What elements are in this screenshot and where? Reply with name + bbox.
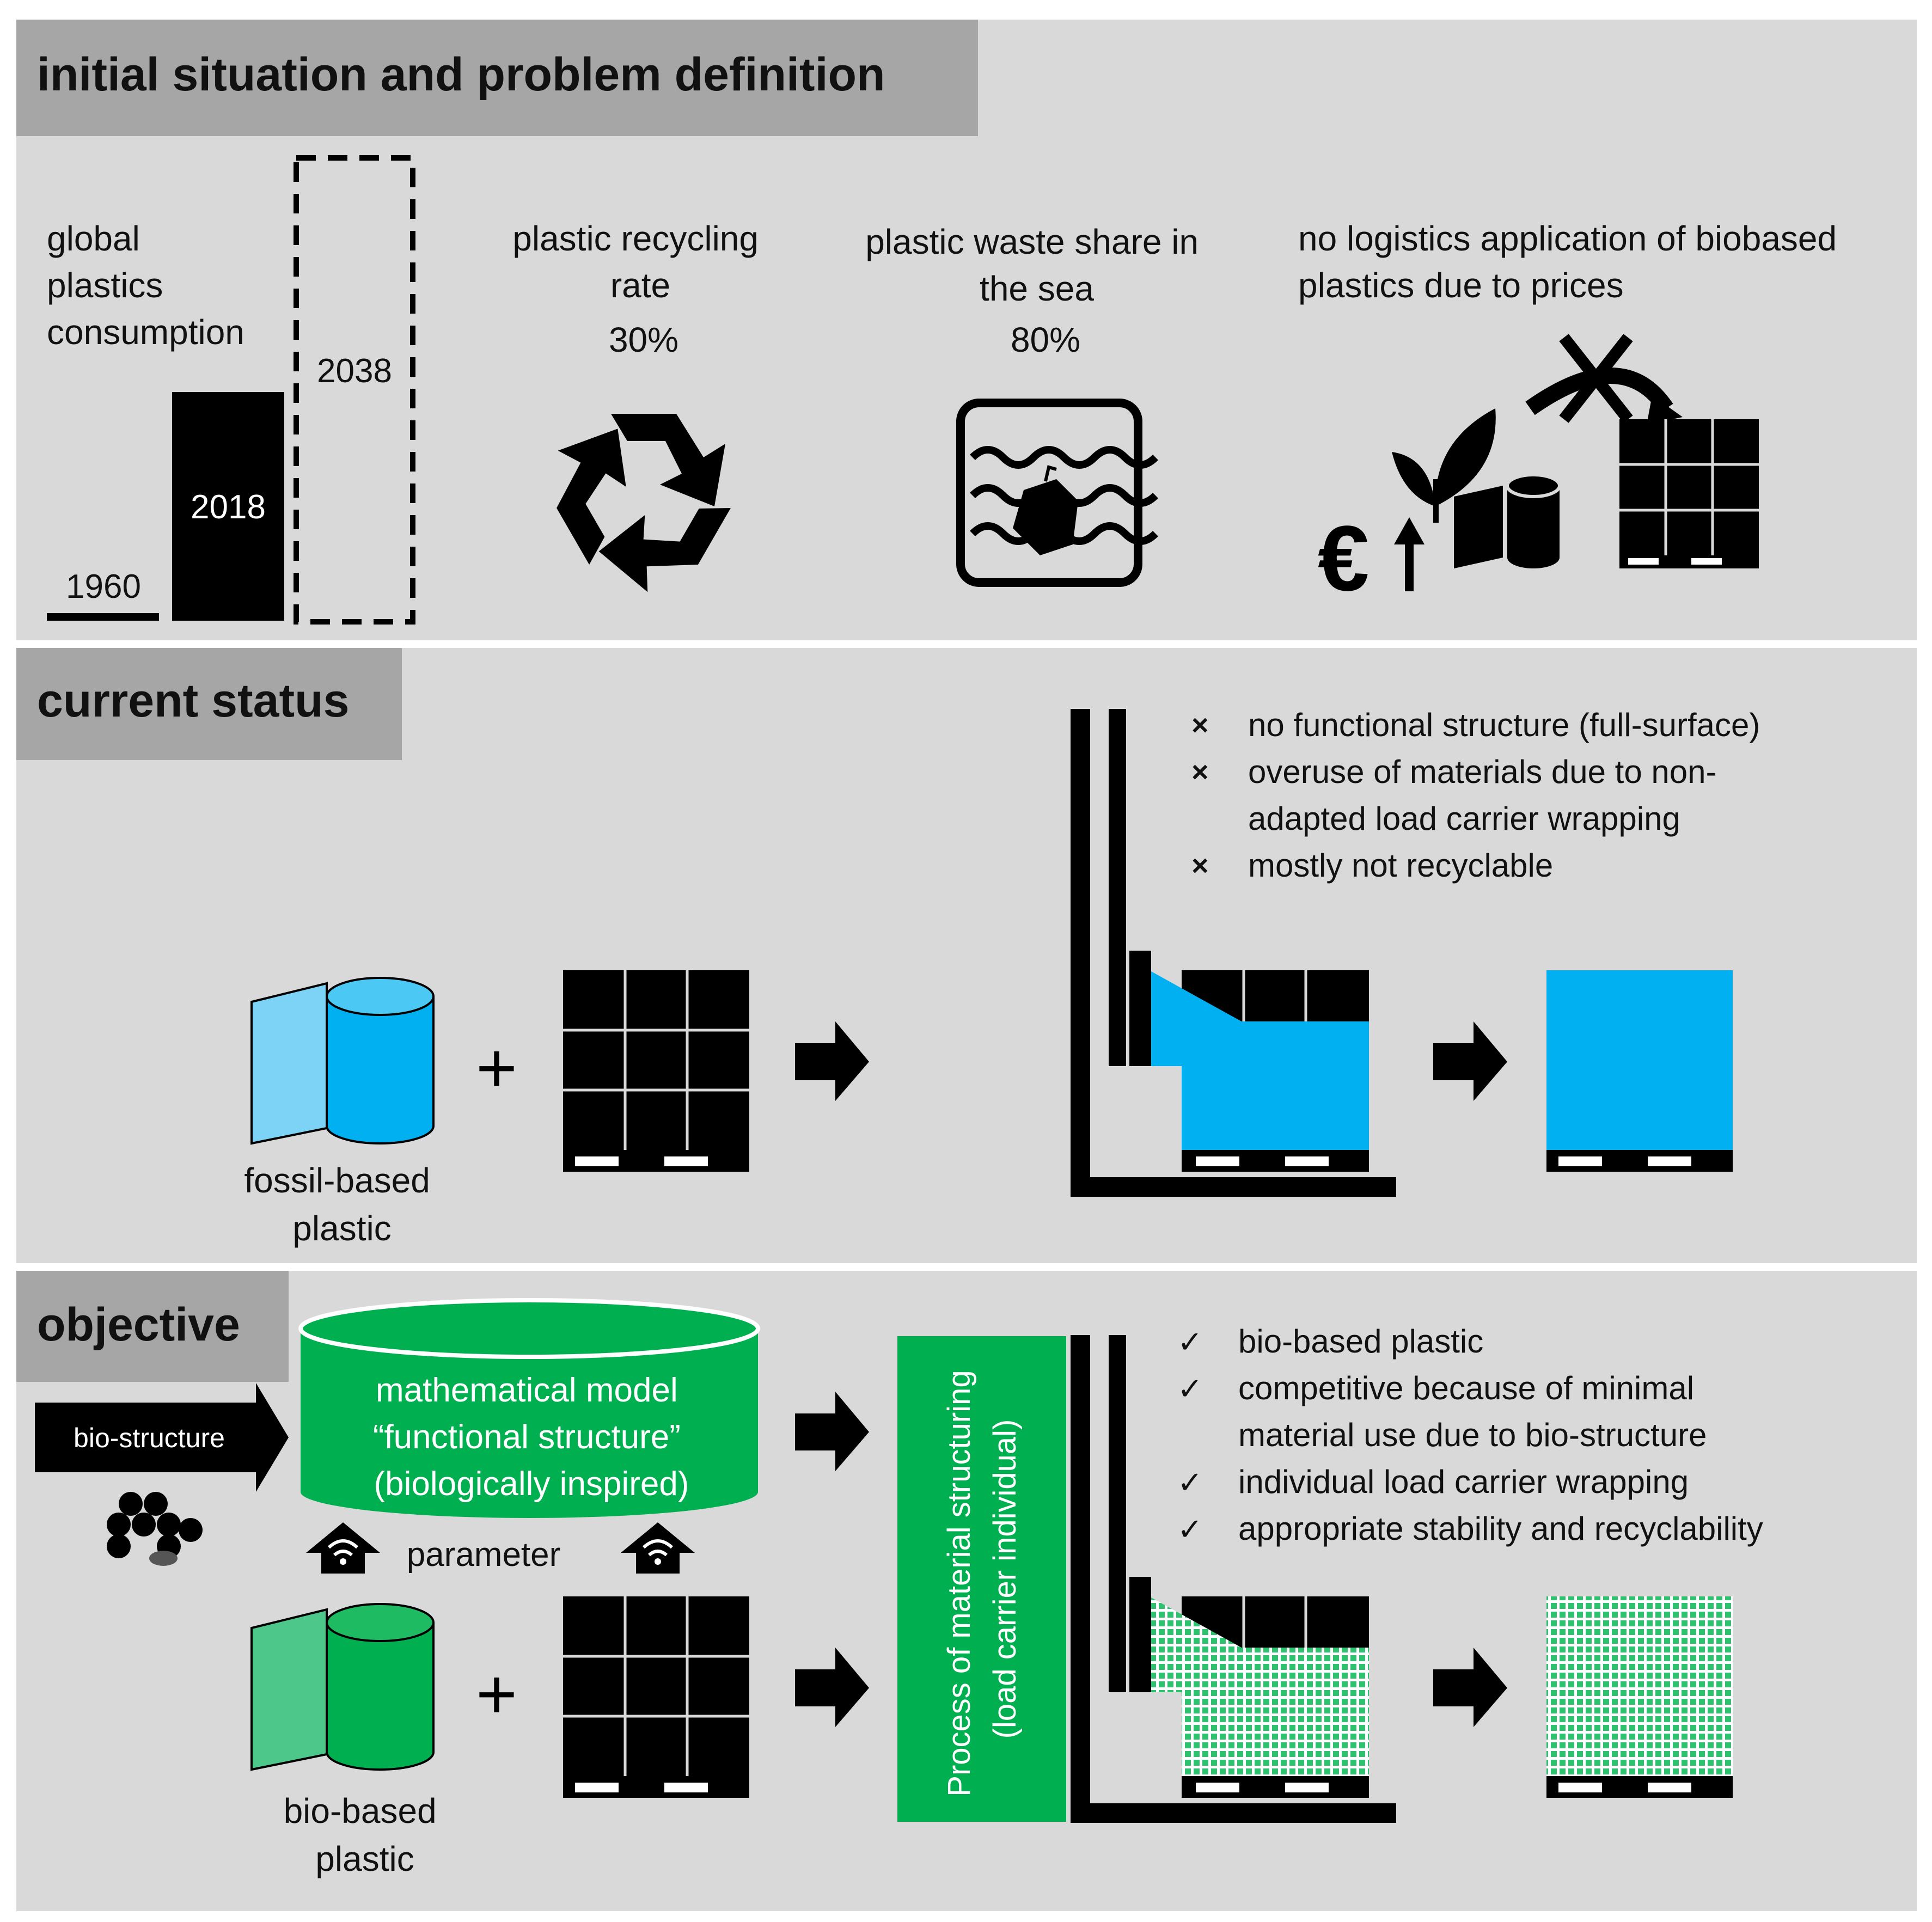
arrow-up-icon (1394, 517, 1424, 591)
section-header-tab (16, 648, 402, 760)
benefit-list: ✓ bio-based plastic ✓ competitive becaus… (1177, 1323, 1763, 1547)
parameter-upload-icon (621, 1522, 695, 1574)
consumption-label: global plastics consumption (47, 219, 244, 352)
recycling-rate-value: 30% (609, 320, 678, 359)
bar-2038-label: 2038 (317, 352, 392, 390)
model-text-line: “functional structure” (373, 1418, 681, 1456)
biobased-label: no logistics application of biobased pla… (1298, 219, 1847, 305)
issue-item: adapted load carrier wrapping (1248, 800, 1680, 837)
sea-waste-label: plastic waste share in the sea (865, 222, 1208, 308)
pallet-load-icon (1619, 419, 1759, 568)
arrow-right-icon (795, 1021, 869, 1101)
fossil-plastic-label-line: fossil-based (244, 1161, 430, 1200)
process-text-line: Process of material structuring (941, 1370, 977, 1796)
bio-plastic-label: bio-based plastic (284, 1791, 447, 1878)
bar-1960-label: 1960 (66, 568, 141, 605)
wrap-film-cyan (1151, 971, 1369, 1150)
section-title-initial-situation: initial situation and problem definition (37, 48, 885, 101)
plus-sign: + (476, 1654, 517, 1734)
issue-item: mostly not recyclable (1248, 847, 1553, 884)
recycling-label-line: rate (610, 266, 670, 305)
section-title-objective: objective (37, 1299, 240, 1351)
issue-marker: × (1191, 709, 1209, 742)
recycle-icon (557, 414, 731, 592)
sea-waste-label-line: plastic waste share in (865, 222, 1199, 261)
recycling-label: plastic recycling rate (512, 219, 768, 305)
honeycomb-bee-icon (107, 1492, 203, 1566)
bar-2018-label: 2018 (191, 488, 266, 526)
consumption-label-line: consumption (47, 313, 244, 352)
benefit-item: individual load carrier wrapping (1238, 1464, 1689, 1500)
issue-list: × no functional structure (full-surface)… (1191, 707, 1760, 884)
wrapping-machine (1071, 709, 1396, 1197)
bio-plastic-label-line: bio-based (284, 1791, 437, 1831)
crossed-arrow-icon (1525, 334, 1683, 425)
parameter-upload-icon (306, 1522, 380, 1574)
benefit-item: appropriate stability and recyclability (1238, 1510, 1763, 1547)
arrow-right-icon (795, 1392, 869, 1471)
parameter-label: parameter (407, 1536, 561, 1574)
wrapped-pallet-mesh (1546, 1596, 1733, 1798)
bar-1960 (47, 613, 159, 621)
bar-2038 (294, 155, 415, 625)
process-text-line: (load carrier individual) (987, 1419, 1023, 1739)
issue-marker: × (1191, 756, 1209, 788)
biobased-label-line: plastics due to prices (1298, 266, 1624, 305)
consumption-label-line: plastics (47, 266, 163, 305)
model-cylinder (298, 1298, 760, 1518)
check-icon: ✓ (1177, 1325, 1203, 1359)
bio-structure-arrow (35, 1383, 289, 1492)
recycling-label-line: plastic recycling (512, 219, 759, 258)
biobased-label-line: no logistics application of biobased (1298, 219, 1837, 258)
benefit-item: material use due to bio-structure (1238, 1417, 1707, 1453)
check-icon: ✓ (1177, 1372, 1203, 1406)
biobased-price-icon: € (1318, 334, 1759, 610)
wrapped-pallet-cyan (1546, 970, 1733, 1172)
bar-2018 (172, 392, 284, 621)
check-icon: ✓ (1177, 1465, 1203, 1499)
issue-item: no functional structure (full-surface) (1248, 707, 1760, 743)
section-header-tab (16, 20, 978, 136)
benefit-item: competitive because of minimal (1238, 1370, 1694, 1406)
model-text-line: (biologically inspired) (374, 1465, 689, 1503)
fossil-plastic-label: fossil-based plastic (244, 1161, 439, 1248)
issue-item: overuse of materials due to non- (1248, 754, 1716, 790)
issue-marker: × (1191, 849, 1209, 882)
benefit-item: bio-based plastic (1238, 1323, 1483, 1360)
consumption-label-line: global (47, 219, 140, 258)
wrapping-machine (1071, 1335, 1396, 1823)
euro-icon: € (1318, 507, 1369, 610)
plus-sign: + (476, 1028, 517, 1107)
bio-plastic-roll (250, 1603, 435, 1771)
process-box (897, 1336, 1066, 1822)
pallet-load-icon (563, 1596, 749, 1798)
process-text: Process of material structuring (load ca… (941, 1361, 1023, 1796)
model-text-line: mathematical model (376, 1372, 678, 1409)
sea-waste-value: 80% (1011, 320, 1080, 359)
arrow-right-icon (795, 1648, 869, 1727)
leaf-icon (1392, 408, 1496, 523)
wrap-film-mesh (1151, 1597, 1369, 1776)
bio-structure-label: bio-structure (74, 1423, 225, 1453)
model-text: mathematical model “functional structure… (373, 1372, 690, 1503)
bio-plastic-label-line: plastic (315, 1839, 414, 1878)
pallet-load-icon (563, 970, 749, 1172)
fossil-plastic-roll (250, 977, 435, 1145)
arrow-right-icon (1433, 1648, 1507, 1727)
consumption-chart: global plastics consumption 1960 2018 20… (47, 155, 415, 625)
sea-waste-icon (956, 399, 1158, 587)
arrow-right-icon (1433, 1021, 1507, 1101)
plastic-roll-icon (1454, 473, 1561, 568)
section-title-current-status: current status (37, 675, 350, 727)
check-icon: ✓ (1177, 1512, 1203, 1546)
section-header-tab (16, 1271, 289, 1382)
sea-waste-label-line: the sea (980, 269, 1094, 308)
fossil-plastic-label-line: plastic (292, 1209, 391, 1248)
